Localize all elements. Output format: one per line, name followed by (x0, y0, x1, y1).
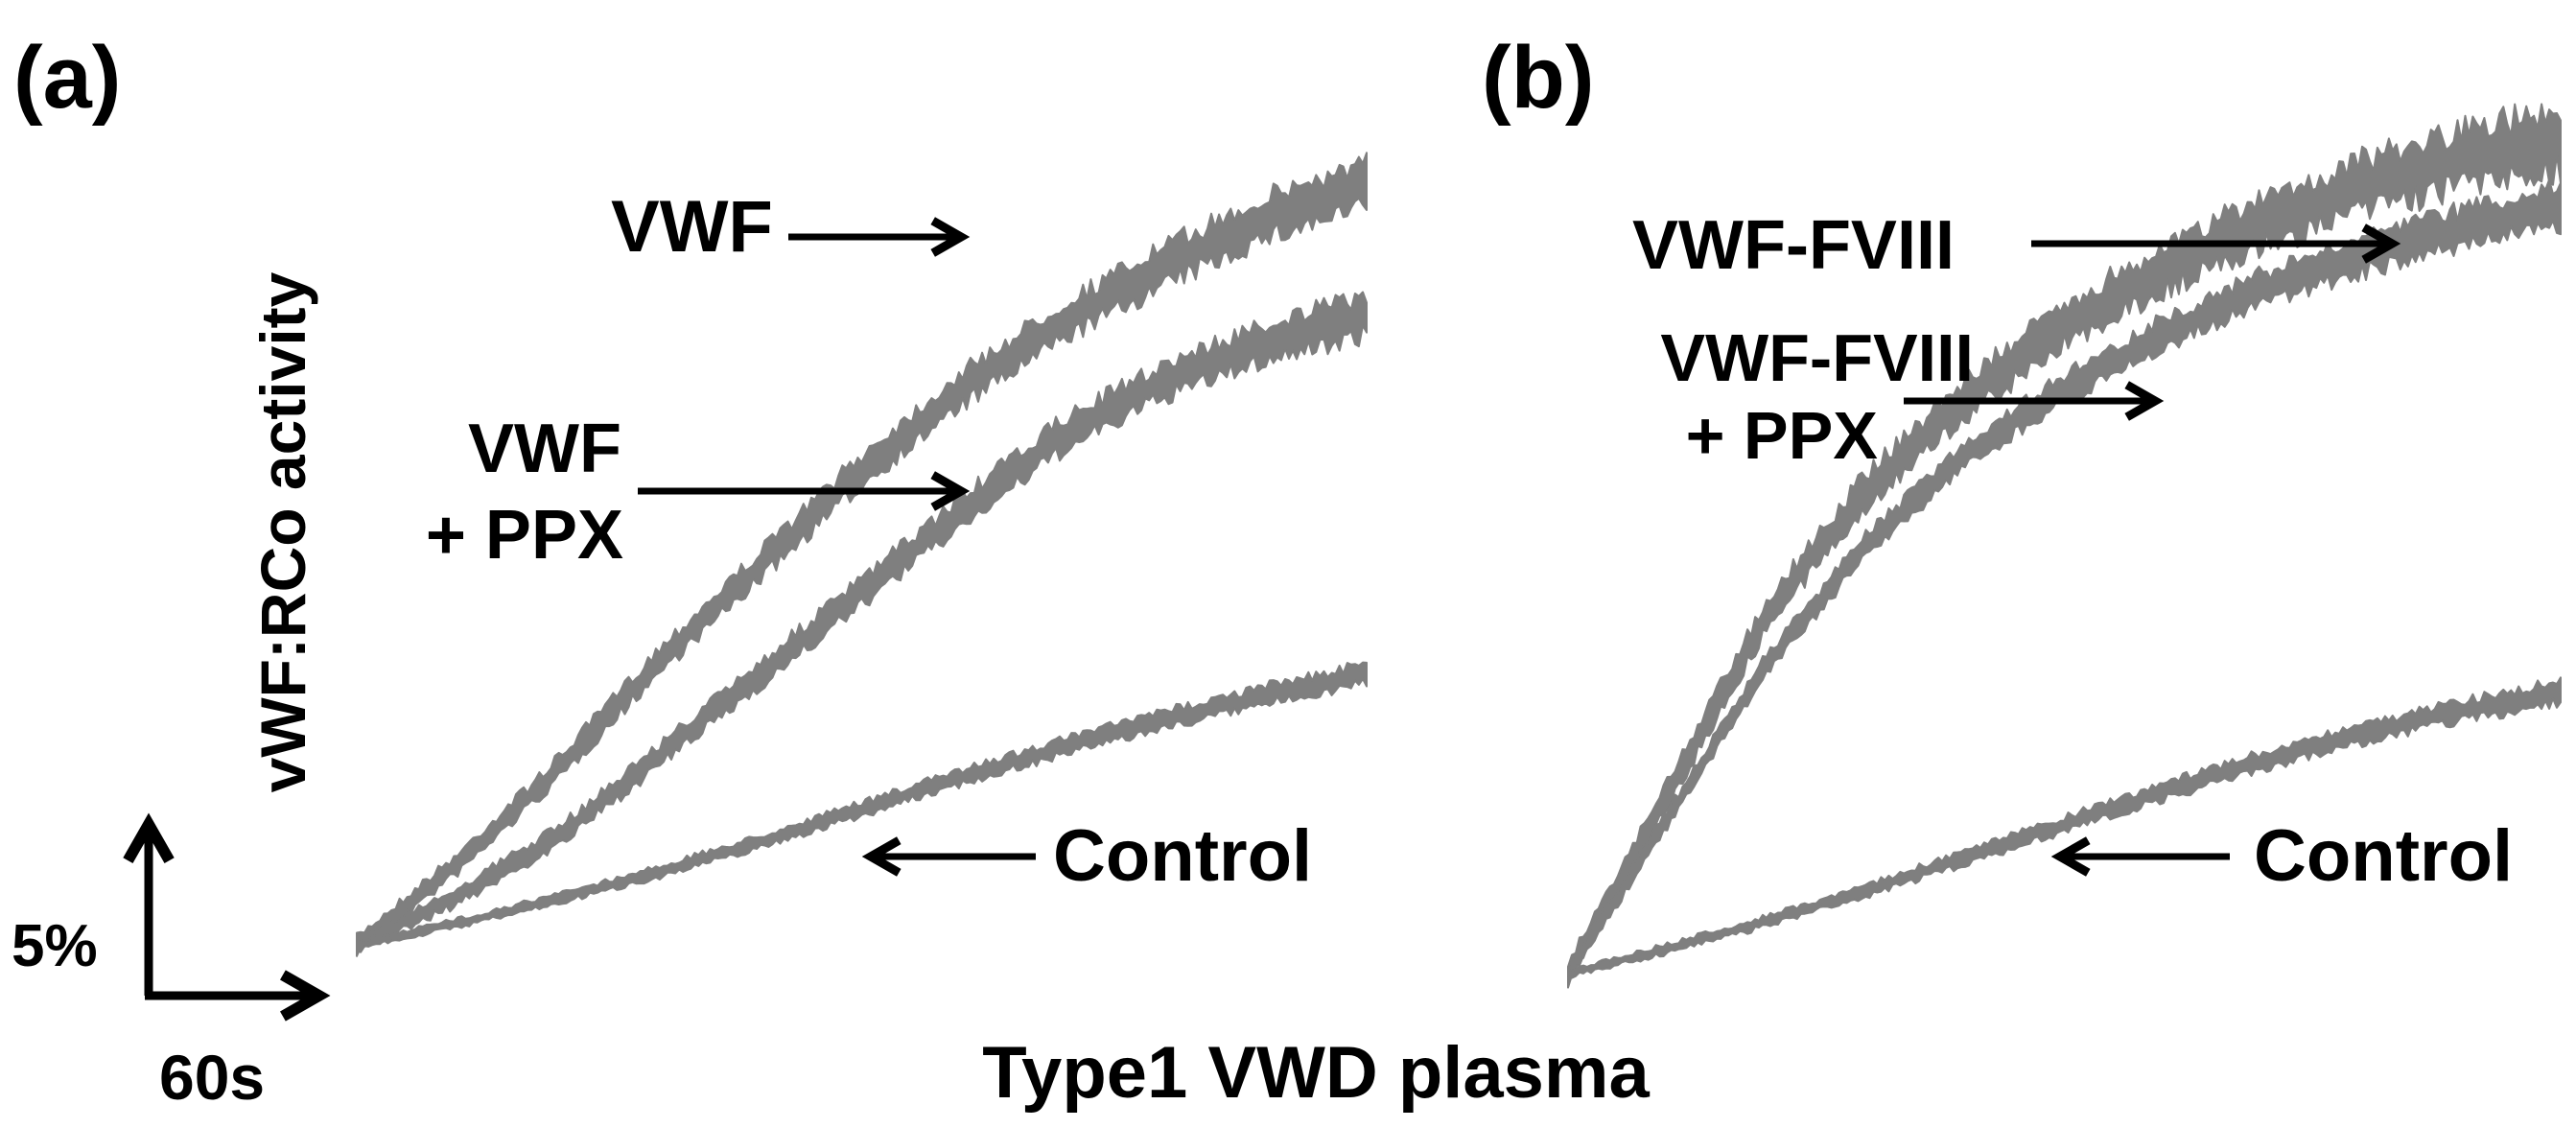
trace-vwf-panel-a (356, 152, 1368, 957)
panel-label-b: (b) (1482, 29, 1594, 127)
scale-bar-y-text: 5% (12, 913, 98, 979)
trace-control-panel-a (356, 661, 1368, 952)
annotation-vwf-ppx-line2: + PPX (426, 497, 623, 574)
trace-control-panel-b (1567, 676, 2562, 979)
trace-vwf-fviii-ppx-panel-b (1567, 178, 2562, 983)
y-axis-label: vWF:RCo activity (247, 271, 318, 792)
panel-b (1567, 103, 2562, 989)
annotation-vwf-fviii: VWF-FVIII (1632, 207, 1955, 284)
trace-vwf-ppx-panel-a (356, 291, 1368, 953)
panel-label-a: (a) (13, 29, 121, 127)
panel-a (356, 152, 1368, 957)
annotation-vwf-fviii-ppx-line2: + PPX (1686, 398, 1879, 473)
annotation-control-a: Control (1053, 815, 1312, 897)
annotation-vwf-ppx-line1: VWF (468, 411, 621, 487)
x-axis-label: Type1 VWD plasma (982, 1032, 1650, 1114)
annotation-vwf-fviii-ppx-line1: VWF-FVIII (1660, 320, 1974, 395)
scale-bar-x-text: 60s (159, 1042, 265, 1113)
annotation-vwf: VWF (611, 186, 773, 268)
annotation-control-b: Control (2254, 815, 2513, 897)
